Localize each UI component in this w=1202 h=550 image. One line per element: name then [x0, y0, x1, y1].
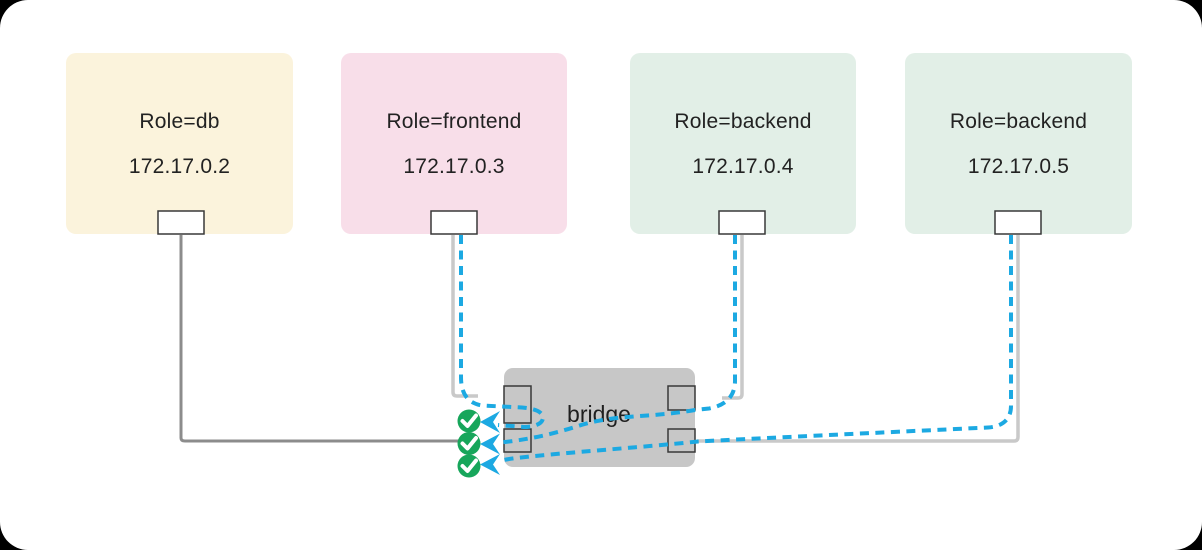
traffic-paths	[459, 235, 1013, 463]
container-role-label: Role=frontend	[386, 109, 522, 133]
checkmark-glyph	[460, 413, 478, 428]
veth-cables-light	[451, 235, 1020, 443]
container-role-label: Role=backend	[674, 109, 812, 133]
bridge-port-right-top	[667, 385, 696, 411]
checkmark-glyph	[460, 436, 478, 451]
container-role-label: Role=db	[139, 109, 220, 133]
link-backend2-solid	[697, 235, 1020, 443]
link-backend1-solid	[722, 235, 744, 400]
container-ip-label: 172.17.0.2	[128, 154, 231, 178]
arrowhead-icon	[480, 433, 500, 455]
container-ip-label: 172.17.0.3	[403, 154, 505, 178]
container-ip-label: 172.17.0.4	[692, 154, 794, 178]
traffic-backend1	[499, 235, 737, 445]
container-box-frontend: Role=frontend 172.17.0.3	[341, 53, 567, 234]
container-box-backend-1: Role=backend 172.17.0.4	[630, 53, 856, 234]
container-box-backend-2: Role=backend 172.17.0.5	[905, 53, 1132, 234]
container-role-label: Role=backend	[949, 109, 1088, 133]
check-icon	[457, 409, 481, 433]
container-box-db: Role=db 172.17.0.2	[66, 53, 293, 234]
veth-cable-dark	[179, 235, 462, 443]
arrowhead-icon	[480, 411, 500, 433]
link-frontend-solid	[451, 235, 478, 398]
bridge-port-left-top	[503, 385, 532, 424]
bridge-port-left-bottom	[503, 428, 532, 453]
bridge-label: bridge	[567, 401, 631, 427]
arrowhead-icon	[480, 454, 500, 475]
traffic-frontend-loop	[459, 235, 546, 430]
link-db-solid	[179, 235, 462, 443]
bridge-port-right-bottom	[667, 428, 696, 453]
checkmark-glyph	[460, 458, 478, 473]
arrowheads	[480, 411, 500, 475]
container-ip-label: 172.17.0.5	[967, 154, 1070, 178]
check-badges	[457, 409, 481, 478]
traffic-backend2	[498, 235, 1013, 463]
bridge-body	[504, 368, 695, 467]
check-icon	[457, 454, 481, 478]
check-icon	[457, 432, 481, 455]
bridge-node: bridge	[503, 368, 696, 467]
